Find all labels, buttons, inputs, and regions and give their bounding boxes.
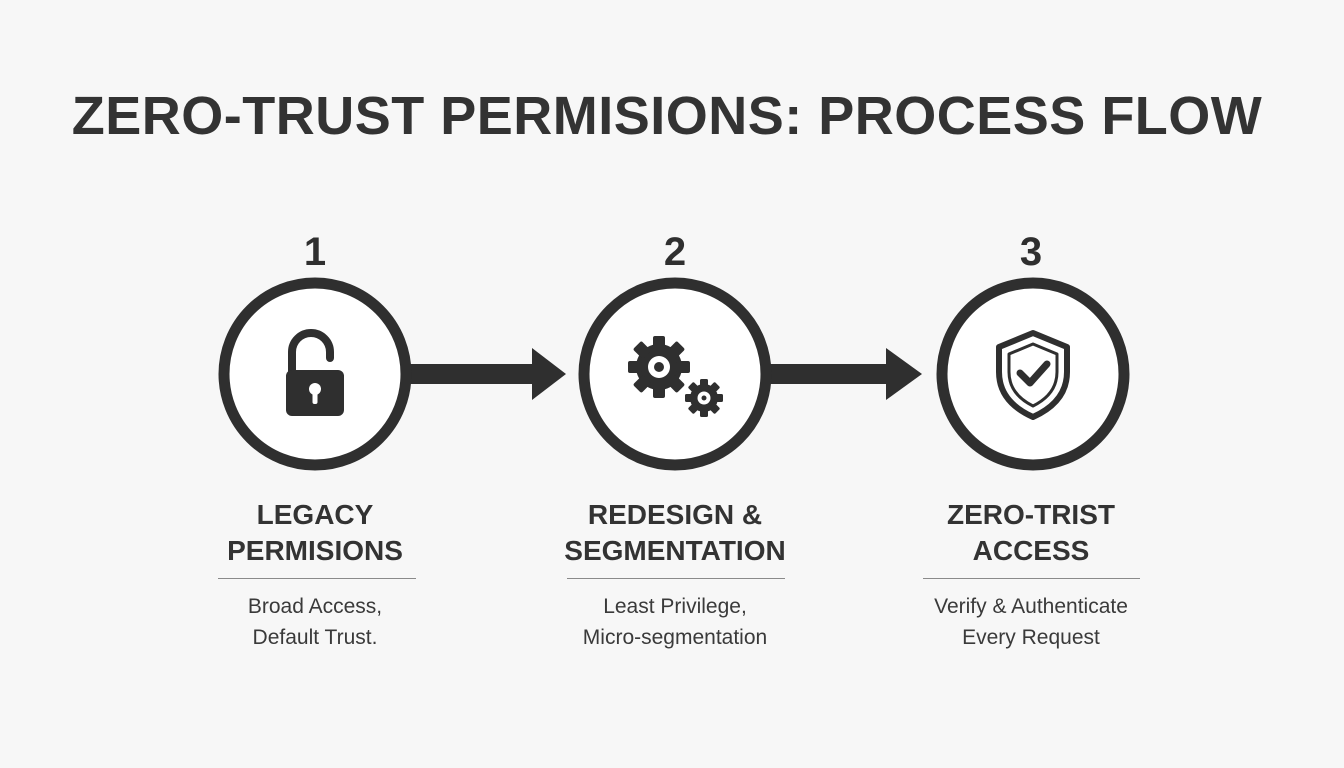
- step-1-divider: [218, 578, 416, 579]
- step-1-heading-line-1: LEGACY: [256, 499, 374, 530]
- step-3-divider: [923, 578, 1140, 579]
- step-2-number: 2: [663, 230, 687, 274]
- step-3-heading-line-1: ZERO-TRIST: [947, 499, 1115, 530]
- step-2-divider: [567, 578, 785, 579]
- step-3-number: 3: [1019, 230, 1043, 274]
- step-1-number: 1: [303, 230, 327, 274]
- step-3-heading: ZERO-TRIST ACCESS: [871, 497, 1191, 569]
- unlocked-padlock-icon: [286, 329, 344, 416]
- step-2-heading-line-2: SEGMENTATION: [564, 535, 786, 566]
- step-2-heading: REDESIGN & SEGMENTATION: [515, 497, 835, 569]
- step-3-description: Verify & Authenticate Every Request: [871, 591, 1191, 653]
- step-3-heading-line-2: ACCESS: [972, 535, 1090, 566]
- shield-check-icon: [996, 330, 1070, 420]
- step-1-description-line-2: Default Trust.: [252, 626, 378, 649]
- step-3-description-line-1: Verify & Authenticate: [934, 595, 1128, 618]
- step-2-description-line-1: Least Privilege,: [603, 595, 747, 618]
- step-1-heading-line-2: PERMISIONS: [227, 535, 403, 566]
- step-1-description-line-1: Broad Access,: [247, 595, 383, 618]
- step-3-circle: [936, 277, 1130, 471]
- arrow-2-to-3: [765, 348, 922, 400]
- step-3-description-line-2: Every Request: [962, 626, 1100, 649]
- step-2-heading-line-1: REDESIGN &: [587, 499, 763, 530]
- step-1-heading: LEGACY PERMISIONS: [155, 497, 475, 569]
- step-2-description-line-2: Micro-segmentation: [582, 626, 768, 649]
- gears-icon: [628, 336, 723, 417]
- step-1-description: Broad Access, Default Trust.: [155, 591, 475, 653]
- step-2-description: Least Privilege, Micro-segmentation: [515, 591, 835, 653]
- diagram-title: ZERO-TRUST PERMISIONS: PROCESS FLOW: [71, 86, 1263, 146]
- arrow-1-to-2: [405, 348, 566, 400]
